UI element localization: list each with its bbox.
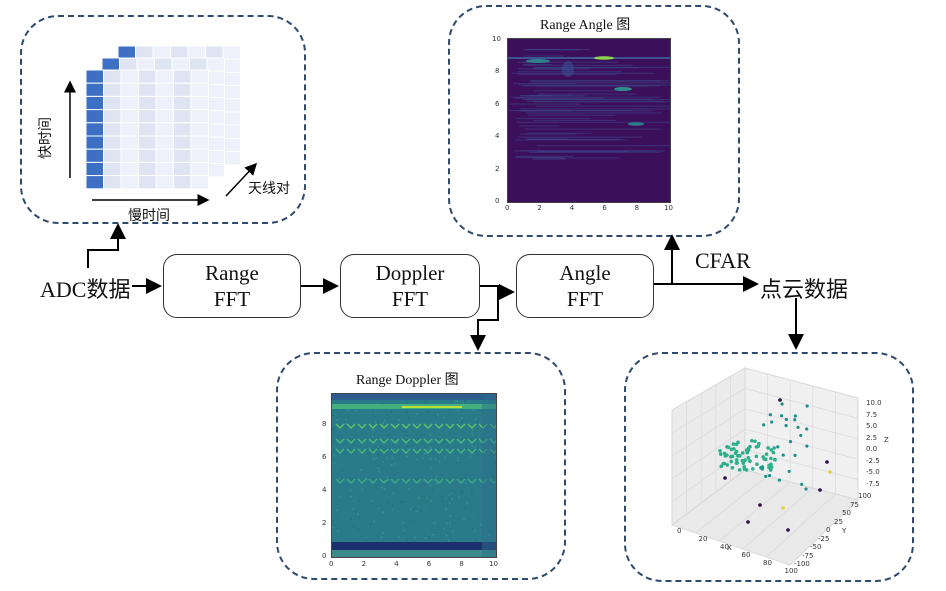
- doppler-fft-line2: FFT: [391, 287, 429, 311]
- point-cloud-z-tick: -5.0: [866, 468, 880, 476]
- range-angle-y-tick: 4: [495, 132, 500, 141]
- point-cloud-x-tick: 0: [677, 527, 682, 535]
- range-doppler-heatmap: [331, 393, 497, 558]
- point-cloud-x-tick: 80: [763, 559, 772, 567]
- point-cloud-x-tick: 40: [720, 543, 729, 551]
- point-cloud-z-tick: 0.0: [866, 445, 878, 453]
- range-angle-x-tick: 2: [537, 204, 542, 212]
- range-doppler-y-tick: 6: [322, 453, 327, 461]
- range-angle-y-tick: 2: [495, 164, 500, 173]
- point-cloud-y-tick: 0: [826, 526, 831, 534]
- point-cloud-y-tick: 50: [842, 509, 851, 517]
- doppler-fft-block: Doppler FFT: [340, 254, 480, 318]
- point-cloud-z-tick: 5.0: [866, 422, 878, 430]
- range-doppler-x-tick: 6: [426, 560, 432, 568]
- point-cloud-y-tick: -100: [794, 560, 810, 568]
- angle-fft-line2: FFT: [566, 287, 604, 311]
- range-angle-x-tick: 0: [505, 204, 510, 212]
- point-cloud-z-tick: -2.5: [866, 456, 880, 465]
- adc-data-label: ADC数据: [40, 277, 131, 302]
- point-cloud-z-tick: 7.5: [866, 410, 878, 419]
- point-cloud-y-tick: 100: [858, 492, 872, 500]
- range-angle-x-tick: 8: [634, 204, 640, 212]
- range-angle-x-tick: 10: [664, 204, 673, 212]
- point-cloud-y-tick: 25: [834, 517, 843, 526]
- range-fft-line1: Range: [205, 261, 259, 285]
- antenna-pair-label: 天线对: [248, 182, 290, 197]
- point-cloud-label: 点云数据: [760, 277, 849, 302]
- range-angle-heatmap: [507, 38, 671, 203]
- point-cloud-x-tick: 100: [784, 567, 798, 575]
- point-cloud-y-tick: -75: [802, 551, 814, 560]
- point-cloud-z-tick: 10.0: [866, 399, 882, 407]
- range-angle-y-tick: 6: [495, 99, 500, 108]
- range-angle-y-tick: 8: [495, 67, 500, 76]
- range-doppler-y-tick: 8: [322, 420, 327, 428]
- range-doppler-y-tick: 2: [322, 519, 327, 527]
- range-angle-x-tick: 4: [569, 204, 575, 212]
- slow-time-label: 慢时间: [128, 209, 170, 224]
- range-doppler-x-tick: 2: [361, 560, 367, 568]
- point-cloud-x-tick: 60: [741, 551, 751, 559]
- range-doppler-x-tick: 0: [329, 560, 334, 568]
- point-cloud-y-axis-label: Y: [842, 527, 847, 535]
- range-doppler-y-tick: 4: [322, 486, 327, 494]
- range-angle-image: [508, 39, 670, 202]
- range-angle-y-tick: 10: [492, 35, 501, 43]
- range-angle-x-tick: 6: [602, 204, 607, 212]
- range-doppler-x-tick: 4: [394, 560, 399, 568]
- cfar-label: CFAR: [695, 248, 751, 273]
- point-cloud-y-tick: -50: [810, 543, 822, 551]
- range-fft-line2: FFT: [213, 287, 251, 311]
- range-doppler-y-tick: 0: [322, 552, 327, 560]
- point-cloud-y-tick: -25: [818, 534, 830, 543]
- angle-fft-line1: Angle: [559, 261, 611, 285]
- range-angle-y-tick: 0: [495, 197, 500, 205]
- range-doppler-image: [332, 394, 496, 557]
- point-cloud-y-tick: 75: [850, 500, 859, 509]
- point-cloud-x-tick: 20: [698, 535, 708, 543]
- point-cloud-z-tick: 2.5: [866, 433, 878, 442]
- range-doppler-x-tick: 8: [459, 560, 464, 568]
- point-cloud-x-axis-label: X: [727, 544, 732, 552]
- range-doppler-x-tick: 10: [489, 560, 498, 568]
- angle-fft-block: Angle FFT: [516, 254, 654, 318]
- doppler-fft-line1: Doppler: [375, 261, 445, 285]
- point-cloud-z-tick: -7.5: [866, 479, 880, 488]
- range-angle-title: Range Angle 图: [540, 18, 631, 33]
- range-fft-block: Range FFT: [163, 254, 301, 318]
- point-cloud-z-axis-label: Z: [884, 436, 889, 444]
- range-doppler-title: Range Doppler 图: [356, 373, 459, 388]
